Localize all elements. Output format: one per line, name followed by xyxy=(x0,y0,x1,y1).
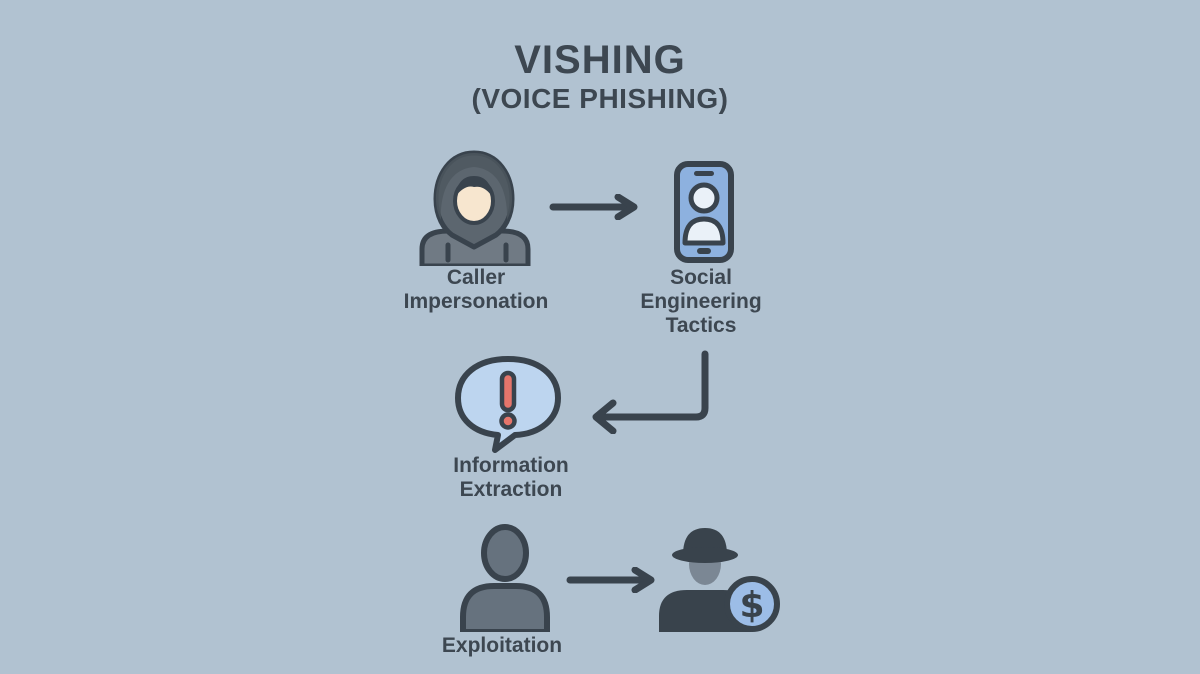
victim-person-icon xyxy=(460,524,550,632)
arrow-right-victim-to-thief-icon xyxy=(566,567,655,593)
step-label-social-engineering: Social Engineering Tactics xyxy=(640,266,762,338)
money-coin-icon xyxy=(724,576,780,632)
warning-speech-bubble-icon xyxy=(455,356,561,453)
page-title: VISHING xyxy=(514,38,686,82)
dollar-sign: $ xyxy=(739,585,764,626)
step-label-exploitation: Exploitation xyxy=(441,634,563,657)
header: VISHING (VOICE PHISHING) xyxy=(0,38,1200,115)
page-subtitle: (VOICE PHISHING) xyxy=(471,83,729,114)
arrow-right-caller-to-phone-icon xyxy=(549,194,638,220)
step-label-caller-impersonation: Caller Impersonation xyxy=(403,266,549,314)
step-label-information-extraction: Information Extraction xyxy=(453,454,569,502)
thief-with-money-icon: $ xyxy=(659,528,780,632)
arrow-down-left-phone-to-extraction-icon xyxy=(592,350,709,434)
phone-video-call-icon xyxy=(674,161,734,263)
hooded-impersonator-icon xyxy=(419,150,531,266)
